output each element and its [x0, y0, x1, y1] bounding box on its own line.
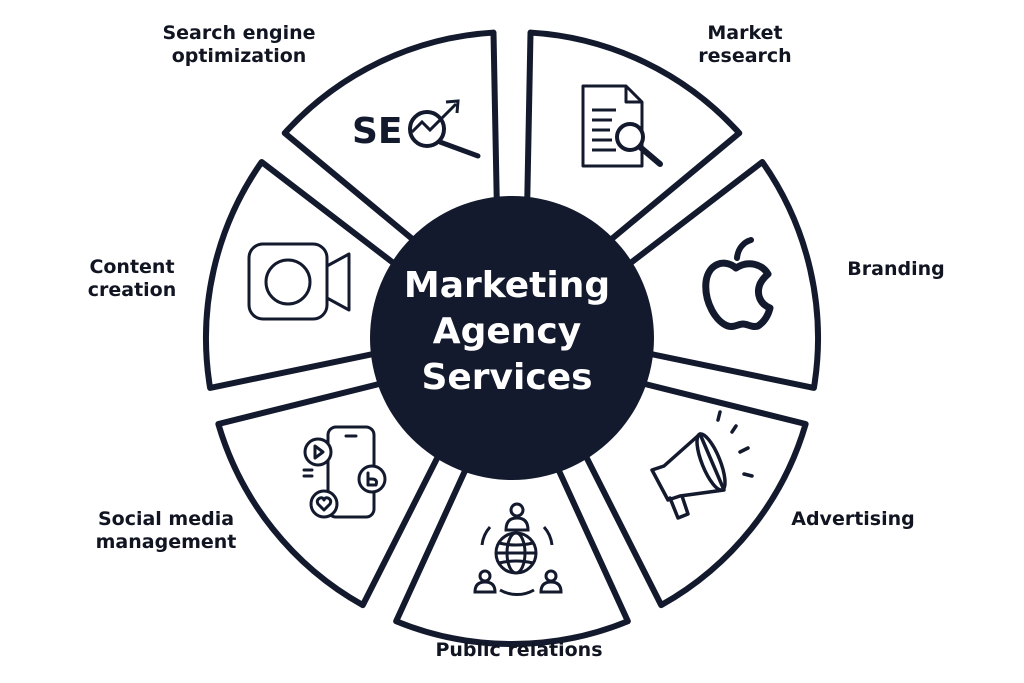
globe-people-icon — [473, 502, 563, 597]
label-branding: Branding — [836, 258, 956, 281]
megaphone-icon — [650, 410, 754, 520]
document-search-icon — [581, 84, 663, 168]
center-title-line-3: Services — [421, 357, 593, 398]
label-market-research-line-1: Market — [707, 22, 783, 44]
center-title: Marketing Agency Services — [362, 263, 652, 401]
label-seo-line-1: Search engine — [162, 22, 316, 44]
center-title-line-2: Agency — [432, 311, 582, 352]
label-branding-line-1: Branding — [847, 258, 945, 280]
segments-group — [203, 29, 821, 647]
seo-icon-text: SE — [352, 111, 403, 152]
label-advertising-line-1: Advertising — [791, 508, 915, 530]
social-media-icon — [302, 425, 387, 519]
label-public-relations-line-1: Public relations — [435, 639, 603, 661]
seo-icon: SE — [352, 99, 481, 159]
label-public-relations: Public relations — [414, 639, 624, 662]
label-social-media-line-2: management — [95, 531, 237, 553]
label-market-research-line-2: research — [698, 45, 792, 67]
apple-logo-icon — [702, 237, 774, 331]
label-content-creation: Content creation — [72, 256, 192, 302]
label-seo-line-2: optimization — [171, 45, 307, 67]
label-content-creation-line-2: creation — [87, 279, 177, 301]
label-content-creation-line-1: Content — [89, 256, 175, 278]
label-advertising: Advertising — [778, 508, 928, 531]
segment-advertising — [393, 452, 631, 647]
video-camera-icon — [247, 242, 351, 321]
label-seo: Search engine optimization — [144, 22, 334, 68]
label-social-media-line-1: Social media — [97, 508, 235, 530]
center-title-line-1: Marketing — [403, 265, 611, 306]
label-social-media: Social media management — [76, 508, 256, 554]
center-circle — [370, 196, 654, 480]
label-market-research: Market research — [680, 22, 810, 68]
